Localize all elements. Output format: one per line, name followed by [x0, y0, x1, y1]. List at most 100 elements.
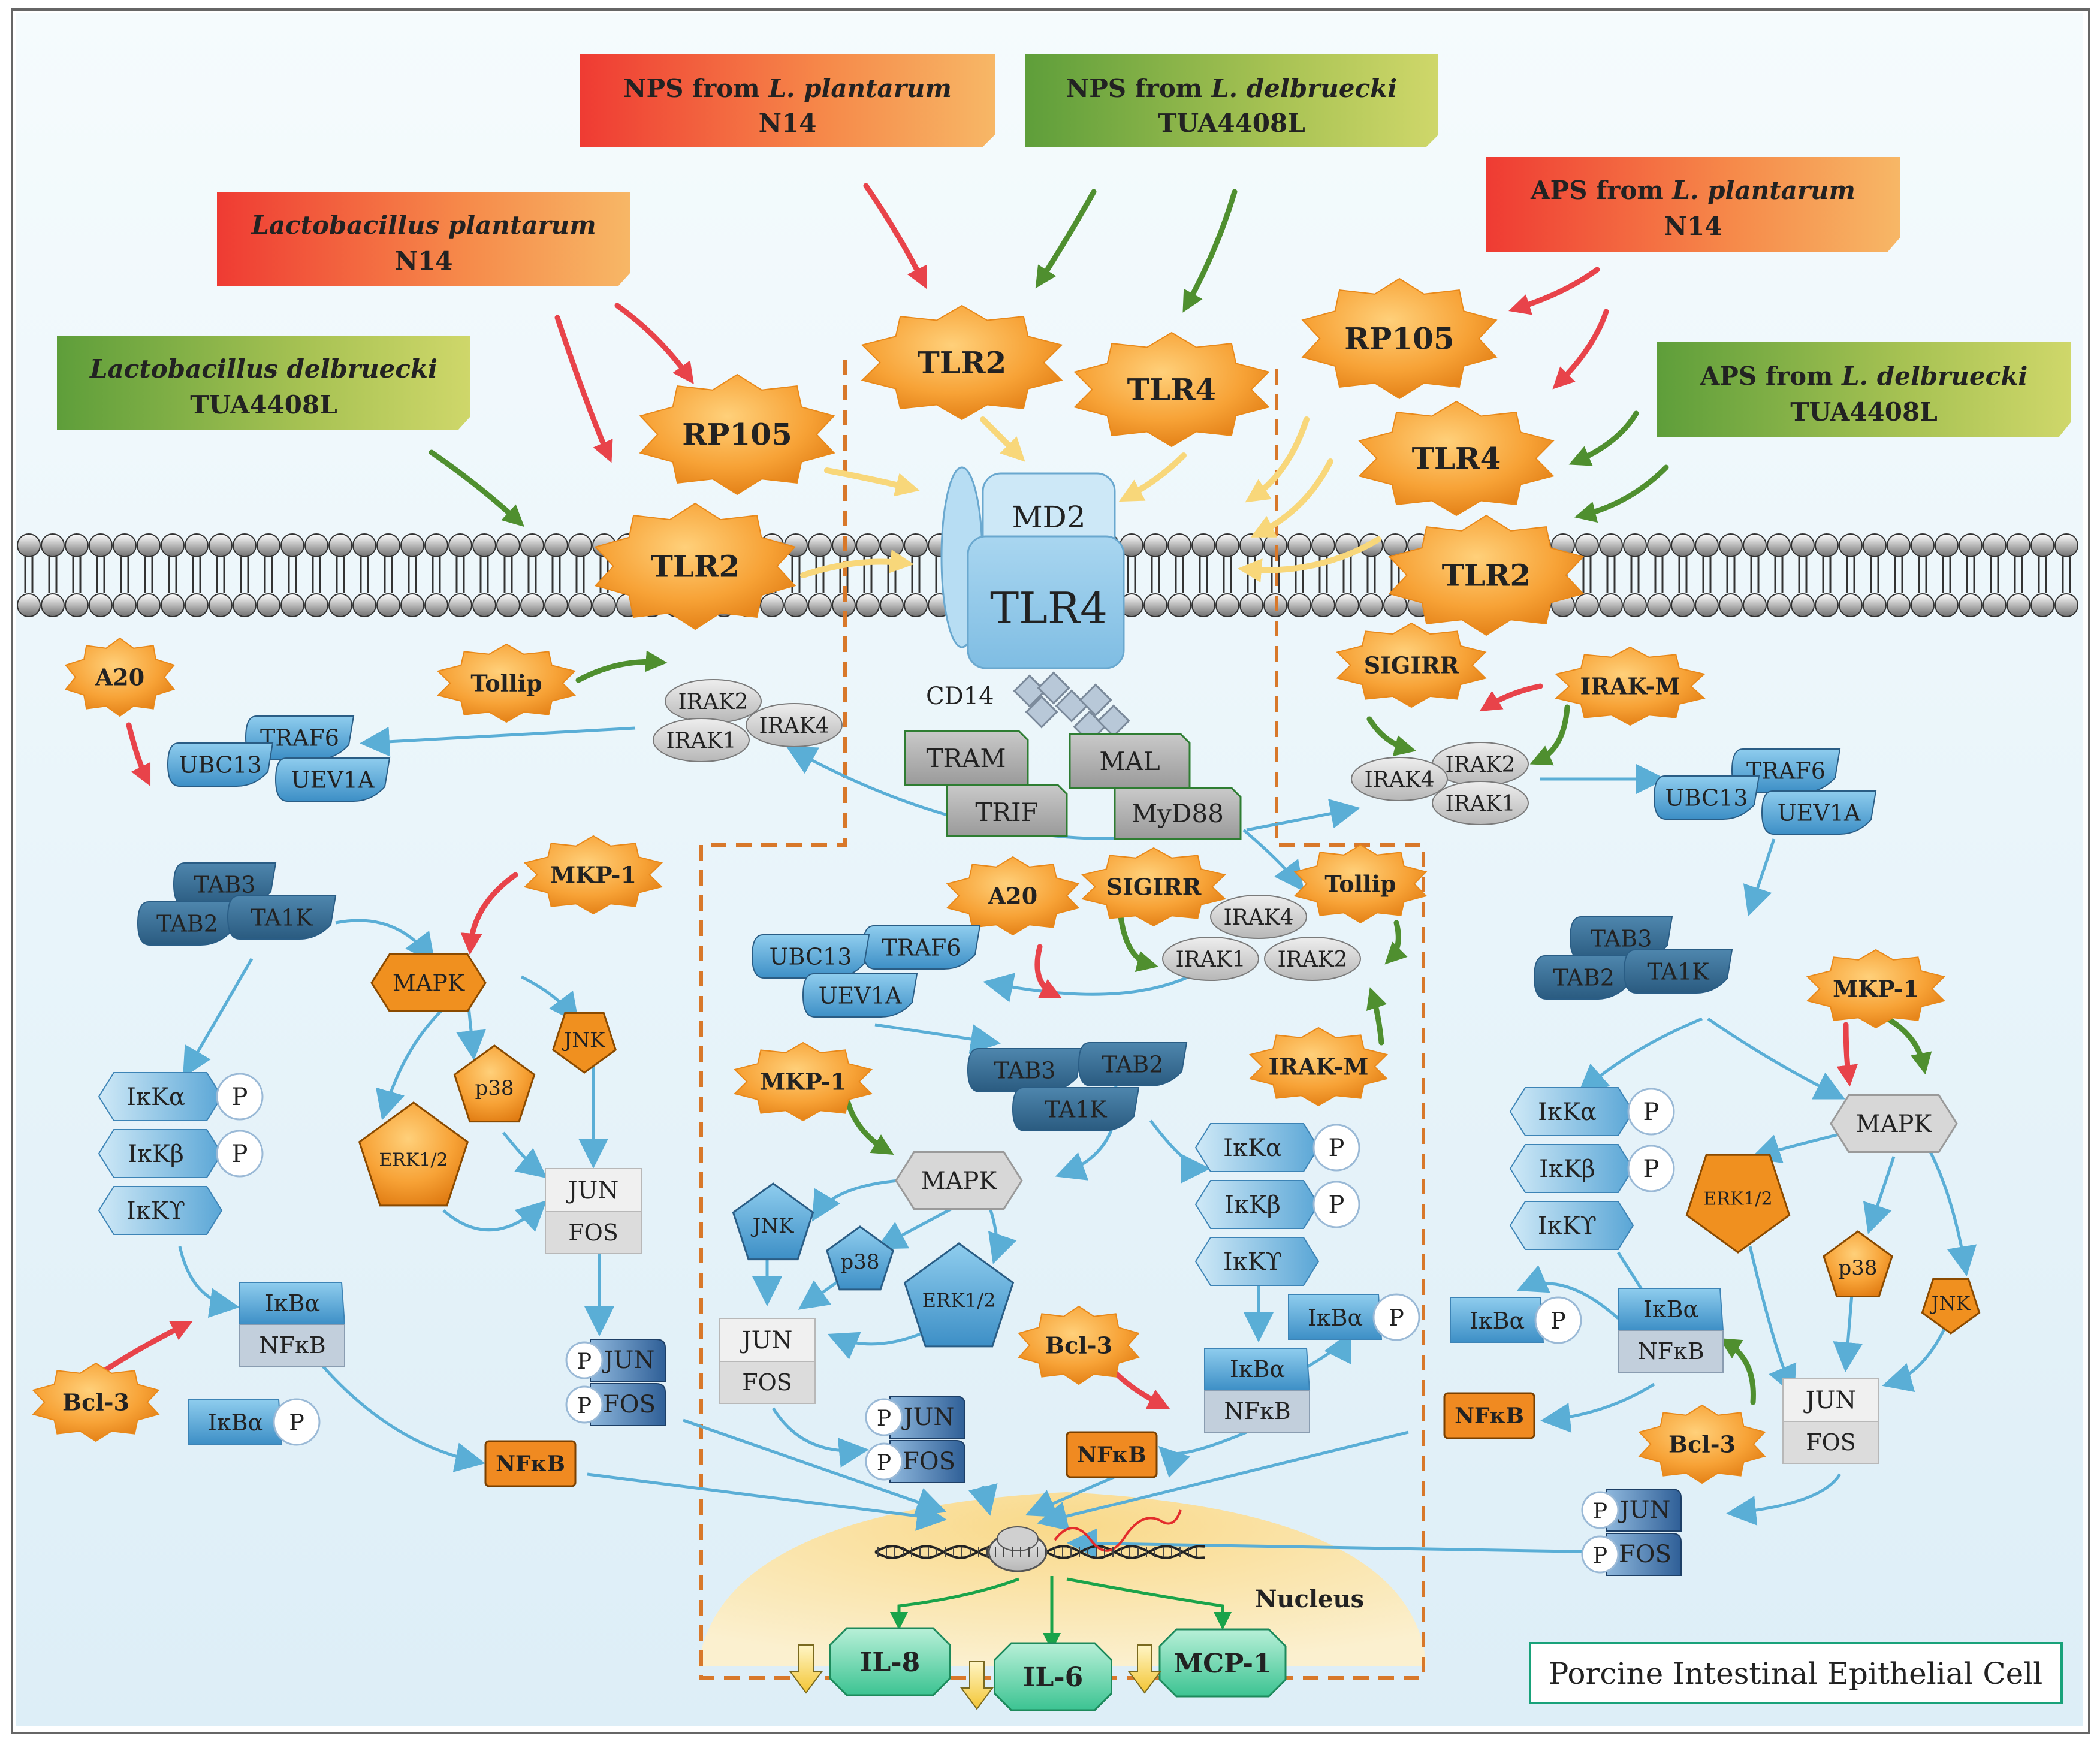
center-ikba: IκBα: [1308, 1305, 1363, 1331]
center-mapk: MAPK: [921, 1167, 998, 1195]
tlr2-center-label: TLR2: [918, 345, 1007, 381]
right-nfkb: NFκB: [1637, 1338, 1704, 1364]
arrow-pjun-nucleus-center: [968, 1483, 998, 1516]
svg-text:TRIF: TRIF: [975, 798, 1038, 827]
tlr4-main-label: TLR4: [990, 583, 1108, 633]
svg-text:N14: N14: [759, 108, 817, 138]
nfkb-free-left: NFκB: [484, 1440, 577, 1487]
source-banner-nps-plantarum: NPS from L. plantarum N14: [580, 54, 995, 147]
right-fos: FOS: [1619, 1541, 1671, 1568]
center-irak2: IRAK2: [1277, 947, 1347, 972]
cell-type-label: Porcine Intestinal Epithelial Cell: [1529, 1642, 2063, 1704]
bcl3-left-label: Bcl-3: [62, 1388, 129, 1415]
right-irak2: IRAK2: [1445, 753, 1515, 777]
left-p-0: P: [232, 1083, 248, 1111]
red-arrow-lbp-rp105: [614, 303, 694, 384]
green-arrow-mkp1-right: [1885, 1016, 1932, 1075]
tlr2-right-label: TLR2: [1442, 558, 1531, 593]
left-nfkb: NFκB: [496, 1451, 565, 1477]
irakm-center-label: IRAK-M: [1269, 1053, 1369, 1080]
mkp1-left-label: MKP-1: [550, 861, 636, 888]
svg-text:APS from L. delbruecki: APS from L. delbruecki: [1700, 361, 2028, 391]
right-tab2: TAB2: [1553, 964, 1615, 991]
right-uev1a: UEV1A: [1778, 799, 1861, 826]
star-rp105-left: RP105: [639, 373, 835, 496]
left-jnk: JNK: [562, 1028, 605, 1052]
tlr4-right-label: TLR4: [1412, 441, 1501, 476]
left-irak4: IRAK4: [759, 714, 829, 738]
right-jnk: JNK: [1930, 1292, 1971, 1315]
adaptor-myd88: MyD88: [1114, 787, 1242, 840]
green-arrow-aps-tlr2: [1574, 464, 1669, 523]
red-arrow-irakm-right: [1479, 683, 1543, 712]
arrow-mapk-jnk-center: [811, 1179, 900, 1222]
left-traf6: TRAF6: [260, 724, 339, 751]
right-jun: JUN: [1618, 1496, 1671, 1524]
yellow-arrow-rp105-tlr4: [824, 467, 920, 497]
red-arrow-mkp1-left: [460, 872, 518, 955]
center-uev1a: UEV1A: [819, 982, 902, 1009]
center-jun: JUN: [740, 1327, 793, 1354]
center-p-1: P: [877, 1451, 891, 1475]
left-fos: FOS: [568, 1219, 618, 1246]
down-arrow-mcp1: [1128, 1644, 1161, 1694]
red-arrow-a20-center: [1034, 944, 1063, 999]
star-tollip-center: Tollip: [1293, 844, 1428, 924]
source-banner-lb-plantarum: Lactobacillus plantarum N14: [217, 192, 630, 286]
center-ikba: IκBα: [1230, 1356, 1285, 1382]
yellow-arrow-rp105-right-a: [1245, 416, 1310, 503]
center-p-1: P: [1329, 1191, 1345, 1219]
center-p: P: [1389, 1305, 1404, 1331]
nucleus-label: Nucleus: [1255, 1585, 1364, 1613]
irakm-right-label: IRAK-M: [1580, 672, 1680, 699]
red-arrow-nps-plantarum: [863, 183, 927, 289]
green-arrow-sigirr-center: [1118, 914, 1159, 972]
arrow-uev1a-tab-right: [1743, 838, 1776, 917]
irak-nodes: IRAK2IRAK1IRAK4IRAK2IRAK4IRAK1IRAK4IRAK1…: [653, 679, 1529, 981]
arrow-ap1-nucleus-left: [683, 1418, 947, 1517]
arrow-uev1a-tab-center: [874, 1023, 1001, 1054]
svg-text:TUA4408L: TUA4408L: [1790, 397, 1938, 427]
il6-label: IL-6: [1023, 1662, 1083, 1693]
red-arrow-aps-rp105: [1508, 267, 1600, 315]
mcp1-label: MCP-1: [1173, 1649, 1271, 1679]
star-rp105-right: RP105: [1301, 277, 1498, 400]
center-ikkb: IκKβ: [1224, 1191, 1281, 1219]
center-nfkb: NFκB: [1077, 1442, 1146, 1468]
center-irak4: IRAK4: [1223, 905, 1293, 930]
left-tab2: TAB2: [156, 910, 218, 937]
right-p-1: P: [1593, 1544, 1607, 1568]
tlr4-box: [967, 535, 1125, 669]
arrow-nfkb-nucleus-left: [587, 1472, 947, 1531]
right-irak1: IRAK1: [1445, 792, 1515, 816]
cytokine-il8: IL-8: [829, 1627, 951, 1696]
green-arrow-lbd-membrane: [429, 449, 524, 527]
svg-text:TUA4408L: TUA4408L: [1158, 108, 1305, 138]
arrow-ta1k-ikk-right: [1577, 1017, 1703, 1095]
right-mapk: MAPK: [1856, 1110, 1933, 1138]
sigirr-right-label: SIGIRR: [1364, 651, 1459, 678]
green-arrow-nps-tlr2: [1035, 189, 1097, 289]
arrow-fos-pjun-center: [771, 1407, 869, 1468]
tlr4-md2-complex: MD2 TLR4 CD14: [926, 466, 1130, 744]
cytokine-output-arrows: [890, 1576, 1232, 1651]
md2-label: MD2: [1012, 500, 1085, 535]
svg-text:Lactobacillus delbruecki: Lactobacillus delbruecki: [89, 354, 437, 384]
tlr2-left-label: TLR2: [651, 549, 740, 584]
center-traf6: TRAF6: [882, 934, 961, 961]
svg-text:MyD88: MyD88: [1132, 799, 1224, 828]
a20-center-label: A20: [988, 882, 1037, 909]
arrow-myd88-irak-center: [1242, 829, 1305, 892]
arrow-mapk-erk-center: [987, 1204, 1017, 1264]
green-arrow-nps-tlr4: [1182, 189, 1238, 313]
svg-text:NPS from L. delbruecki: NPS from L. delbruecki: [1066, 74, 1397, 103]
cell-type-label-text: Porcine Intestinal Epithelial Cell: [1549, 1656, 2042, 1691]
arrow-nfkb-release-right: [1540, 1382, 1655, 1433]
